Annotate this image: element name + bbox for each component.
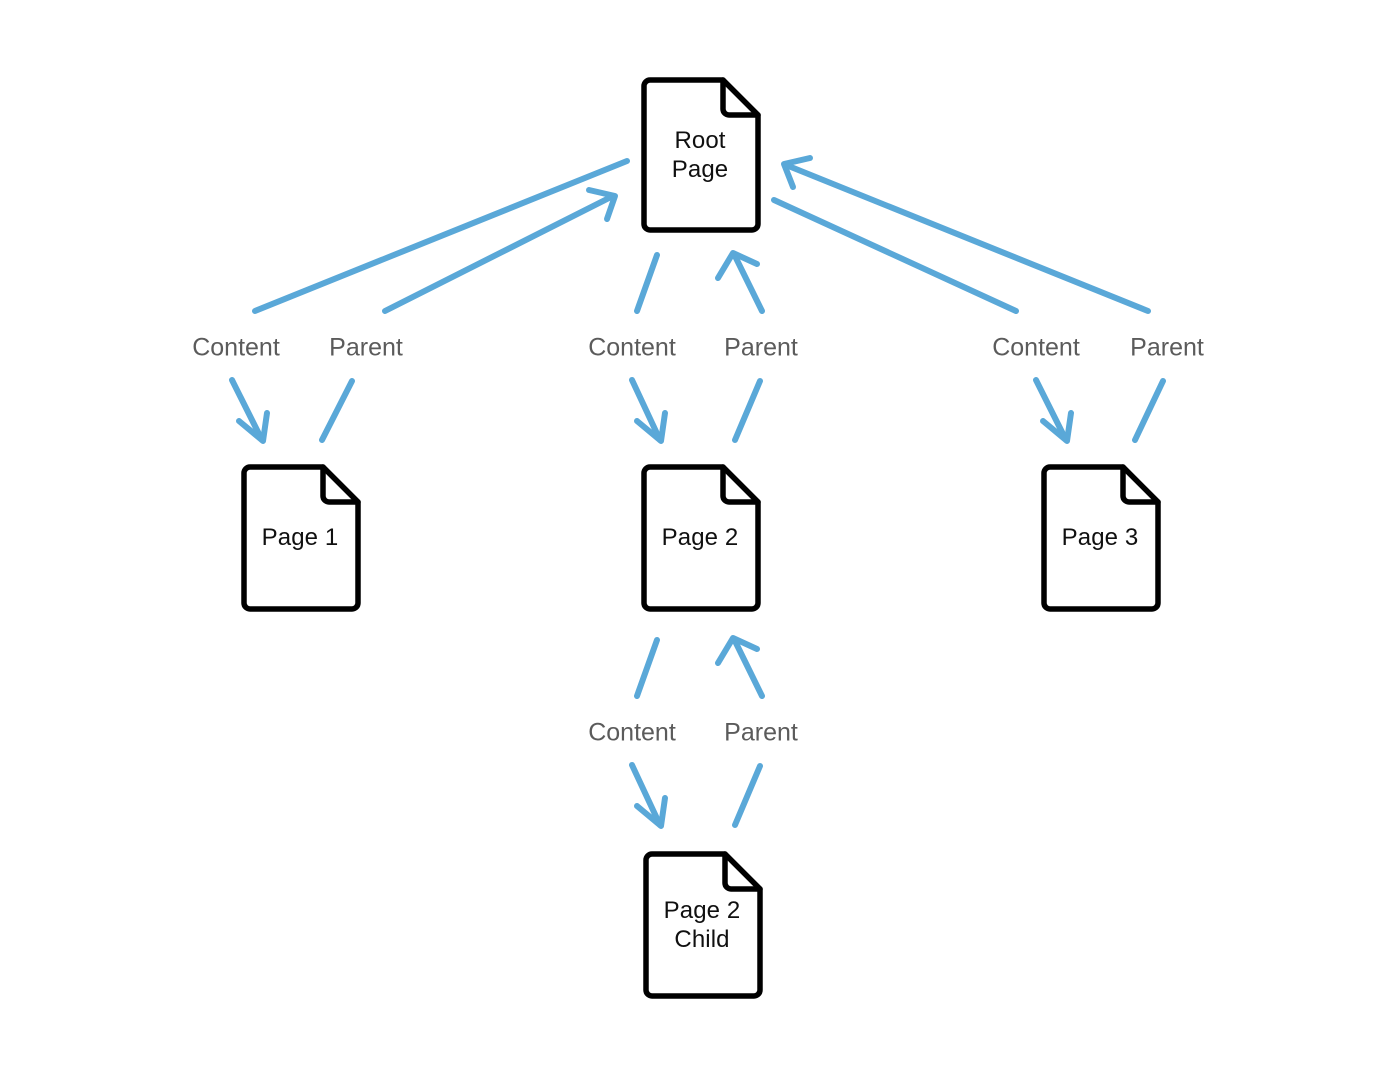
document-icon bbox=[641, 464, 761, 612]
edge-page3-to-root-parent bbox=[781, 155, 1166, 443]
document-icon bbox=[1041, 464, 1161, 612]
document-icon bbox=[643, 851, 763, 999]
node-root-page[interactable]: Root Page bbox=[639, 77, 761, 233]
edge-label-page2-root-parent: Parent bbox=[724, 333, 798, 362]
edge-page1-to-root-parent bbox=[319, 187, 618, 443]
edge-label-page3-root-parent: Parent bbox=[1130, 333, 1204, 362]
edge-label-page1-root-parent: Parent bbox=[329, 333, 403, 362]
edge-page2-to-root-parent bbox=[715, 250, 765, 443]
node-page-2[interactable]: Page 2 bbox=[639, 464, 761, 612]
edge-label-page2-child-content: Content bbox=[588, 718, 676, 747]
edge-root-to-page1-content bbox=[229, 158, 630, 444]
node-page-2-child[interactable]: Page 2 Child bbox=[641, 851, 763, 999]
edge-label-root-page2-content: Content bbox=[588, 333, 676, 362]
node-page-3[interactable]: Page 3 bbox=[1039, 464, 1161, 612]
edge-child-to-page2-parent bbox=[715, 635, 765, 828]
edge-root-to-page3-content bbox=[771, 197, 1074, 444]
edge-page2-to-child-content bbox=[629, 637, 668, 829]
document-icon bbox=[641, 77, 761, 233]
node-page-1[interactable]: Page 1 bbox=[239, 464, 361, 612]
edge-root-to-page2-content bbox=[629, 252, 668, 444]
document-icon bbox=[241, 464, 361, 612]
edge-label-root-page1-content: Content bbox=[192, 333, 280, 362]
edge-label-root-page3-content: Content bbox=[992, 333, 1080, 362]
edge-label-child-page2-parent: Parent bbox=[724, 718, 798, 747]
